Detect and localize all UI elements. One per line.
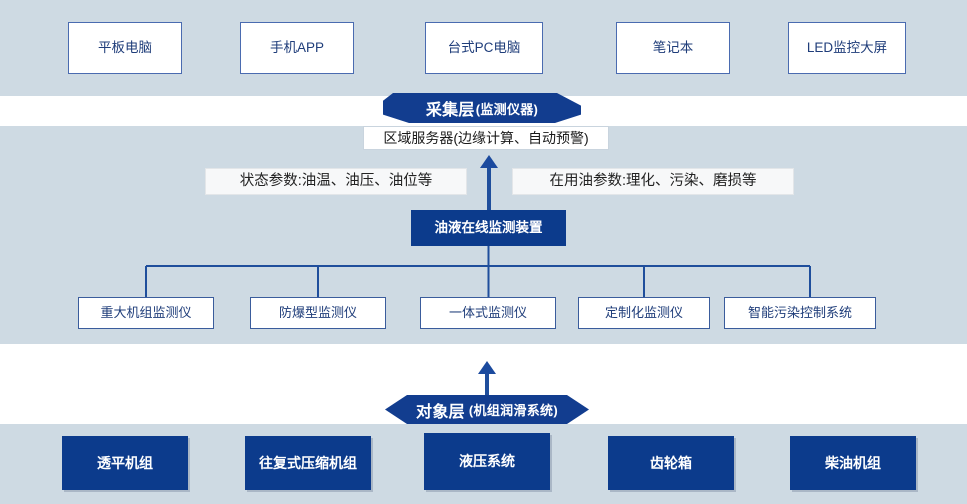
display-terminal-label: 笔记本 [652, 40, 694, 56]
instrument-integrated-monitor[interactable]: 一体式监测仪 [420, 297, 556, 329]
display-terminal-laptop[interactable]: 笔记本 [616, 22, 730, 74]
equipment-label: 液压系统 [459, 453, 515, 470]
equipment-reciprocating-compressor[interactable]: 往复式压缩机组 [245, 436, 371, 490]
display-terminal-mobile-app[interactable]: 手机APP [240, 22, 354, 74]
equipment-turbine-unit[interactable]: 透平机组 [62, 436, 188, 490]
equipment-gearbox[interactable]: 齿轮箱 [608, 436, 734, 490]
collection-layer-title: 采集层 [425, 102, 475, 119]
equipment-label: 柴油机组 [825, 454, 881, 471]
equipment-label: 往复式压缩机组 [259, 454, 357, 471]
instrument-label: 防爆型监测仪 [278, 304, 357, 320]
regional-server-label: 区域服务器(边缘计算、自动预警) [383, 129, 589, 146]
display-terminal-desktop-pc[interactable]: 台式PC电脑 [425, 22, 543, 74]
display-terminal-led-wall[interactable]: LED监控大屏 [788, 22, 906, 74]
equipment-label: 齿轮箱 [650, 454, 692, 471]
display-terminal-label: 台式PC电脑 [447, 40, 521, 56]
equipment-diesel-unit[interactable]: 柴油机组 [790, 436, 916, 490]
regional-server-node[interactable]: 区域服务器(边缘计算、自动预警) [363, 126, 609, 150]
object-layer-title: 对象层 [416, 403, 465, 421]
display-terminal-label: 平板电脑 [98, 40, 152, 56]
instrument-customized-monitor[interactable]: 定制化监测仪 [578, 297, 710, 329]
status-parameters-label: 状态参数:油温、油压、油位等 [239, 173, 433, 190]
object-to-collection-line [485, 374, 489, 398]
in-use-oil-parameters-label: 在用油参数:理化、污染、磨损等 [549, 173, 757, 190]
object-layer-banner: 对象层 (机组润滑系统) [385, 395, 589, 424]
display-terminal-tablet[interactable]: 平板电脑 [68, 22, 182, 74]
instrument-major-unit-monitor[interactable]: 重大机组监测仪 [78, 297, 214, 329]
status-parameters-chip: 状态参数:油温、油压、油位等 [205, 168, 467, 195]
oil-online-monitoring-device[interactable]: 油液在线监测装置 [411, 210, 566, 246]
device-to-server-arrow [480, 155, 498, 168]
equipment-label: 透平机组 [97, 454, 153, 471]
instrument-label: 重大机组监测仪 [100, 304, 192, 320]
display-terminal-label: LED监控大屏 [806, 40, 888, 56]
equipment-hydraulic-system[interactable]: 液压系统 [424, 433, 550, 490]
device-to-server-line [487, 168, 491, 210]
instrument-label: 定制化监测仪 [604, 304, 683, 320]
instrument-label: 智能污染控制系统 [747, 304, 852, 320]
instrument-explosion-proof-monitor[interactable]: 防爆型监测仪 [250, 297, 386, 329]
collection-layer-banner: 采集层 (监测仪器) [383, 93, 581, 123]
in-use-oil-parameters-chip: 在用油参数:理化、污染、磨损等 [512, 168, 794, 195]
instrument-label: 一体式监测仪 [448, 304, 527, 320]
collection-layer-subtitle: (监测仪器) [475, 101, 539, 117]
display-terminal-label: 手机APP [269, 40, 324, 56]
device-label: 油液在线监测装置 [434, 220, 543, 236]
object-to-collection-arrow [478, 361, 496, 374]
object-layer-subtitle: (机组润滑系统) [468, 403, 558, 418]
instrument-smart-contamination-control[interactable]: 智能污染控制系统 [724, 297, 876, 329]
